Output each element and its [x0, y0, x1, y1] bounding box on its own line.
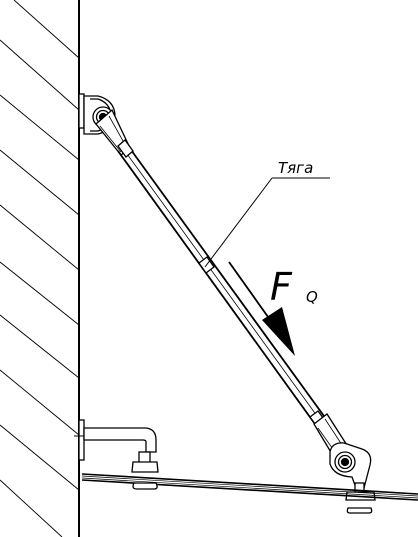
arrow-down-right-icon — [262, 307, 295, 356]
support-arm — [83, 427, 157, 453]
lower-pipe-clamp-bottom — [346, 507, 373, 514]
support-pipe-clamp-bottom — [132, 482, 158, 490]
rod-label: Тяга — [278, 159, 313, 177]
force-indicator: F Q — [228, 261, 318, 356]
force-symbol: F — [270, 265, 293, 309]
wall — [0, 0, 80, 537]
pipe-bottom-edge — [81, 479, 418, 501]
rod-edge-top — [125, 142, 330, 424]
lower-wall-support — [74, 419, 159, 490]
rod-callout: Тяга — [204, 159, 330, 268]
lower-pin — [340, 457, 350, 467]
rod-edge-bottom — [117, 150, 321, 432]
upper-wall-plate — [78, 93, 85, 129]
rod-centre-line — [121, 146, 326, 428]
pipe-top-edge — [81, 473, 418, 495]
pipe — [81, 473, 418, 501]
rod — [117, 139, 330, 432]
rod-leader-line — [204, 177, 273, 268]
rod-joint-upper — [117, 139, 134, 158]
force-subscript: Q — [306, 288, 318, 306]
support-pipe-clamp-top — [131, 461, 159, 473]
pipe-inner-bottom — [81, 477, 418, 499]
support-wall-plate — [78, 419, 85, 461]
lower-hinge-bracket — [313, 413, 376, 514]
wall-hatching — [0, 0, 80, 537]
pipe-inner-top — [81, 475, 418, 497]
